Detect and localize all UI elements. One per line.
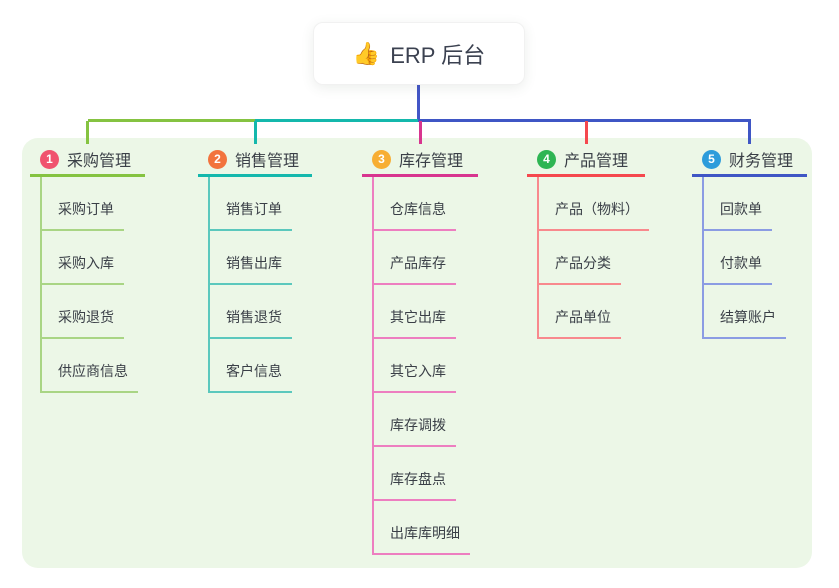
branch-1-item-2[interactable]: 采购入库 (42, 231, 124, 285)
branch-1-item-4[interactable]: 供应商信息 (42, 339, 138, 393)
connector-line (87, 119, 255, 122)
thumbs-up-icon: 👍 (352, 40, 381, 66)
connector-line (584, 121, 588, 144)
branch-2-number-badge: 2 (208, 149, 227, 169)
branch-4-sub-list: 产品（物料）产品分类产品单位 (537, 177, 649, 339)
branch-5-item-3[interactable]: 结算账户 (704, 285, 786, 339)
connector-line (253, 121, 257, 144)
branch-1-header[interactable]: 1 采购管理 (30, 144, 145, 177)
branch-3-label: 库存管理 (399, 153, 464, 170)
branch-3-header[interactable]: 3 库存管理 (362, 144, 478, 177)
branch-2-item-3[interactable]: 销售退货 (210, 285, 292, 339)
branch-4-item-2[interactable]: 产品分类 (539, 231, 621, 285)
connector-line (255, 119, 418, 122)
branch-5-label: 财务管理 (729, 153, 794, 170)
branch-5-item-1[interactable]: 回款单 (704, 177, 772, 231)
branch-1-sub-list: 采购订单采购入库采购退货供应商信息 (40, 177, 138, 393)
branch-4-number-badge: 4 (537, 149, 556, 169)
branch-3-item-5[interactable]: 库存调拨 (374, 393, 456, 447)
branch-3-item-3[interactable]: 其它出库 (374, 285, 456, 339)
branch-4-header[interactable]: 4 产品管理 (527, 144, 645, 177)
branch-3-item-4[interactable]: 其它入库 (374, 339, 456, 393)
branch-2-header[interactable]: 2 销售管理 (198, 144, 312, 177)
branch-3-item-2[interactable]: 产品库存 (374, 231, 456, 285)
branch-1-item-3[interactable]: 采购退货 (42, 285, 124, 339)
connector-line (416, 83, 420, 122)
branch-1: 1 采购管理采购订单采购入库采购退货供应商信息 (30, 144, 145, 393)
branch-5: 5 财务管理回款单付款单结算账户 (692, 144, 807, 339)
branch-3-item-6[interactable]: 库存盘点 (374, 447, 456, 501)
branch-3-item-7[interactable]: 出库库明细 (374, 501, 470, 555)
branch-1-number-badge: 1 (40, 149, 59, 169)
branch-4-label: 产品管理 (564, 153, 629, 170)
connector-line (418, 119, 751, 122)
branch-2-item-4[interactable]: 客户信息 (210, 339, 292, 393)
branch-3-sub-list: 仓库信息产品库存其它出库其它入库库存调拨库存盘点出库库明细 (372, 177, 470, 555)
branch-1-item-1[interactable]: 采购订单 (42, 177, 124, 231)
branch-3-item-1[interactable]: 仓库信息 (374, 177, 456, 231)
branch-4-item-3[interactable]: 产品单位 (539, 285, 621, 339)
branch-2: 2 销售管理销售订单销售出库销售退货客户信息 (198, 144, 312, 393)
branch-2-sub-list: 销售订单销售出库销售退货客户信息 (208, 177, 292, 393)
branches-panel (22, 138, 812, 568)
branch-2-label: 销售管理 (235, 153, 300, 170)
branch-2-item-1[interactable]: 销售订单 (210, 177, 292, 231)
branch-2-item-2[interactable]: 销售出库 (210, 231, 292, 285)
branch-5-number-badge: 5 (702, 149, 721, 169)
root-label: ERP 后台 (390, 42, 486, 68)
connector-line (418, 121, 422, 144)
branch-1-label: 采购管理 (67, 153, 132, 170)
branch-5-sub-list: 回款单付款单结算账户 (702, 177, 786, 339)
branch-3: 3 库存管理仓库信息产品库存其它出库其它入库库存调拨库存盘点出库库明细 (362, 144, 478, 555)
branch-4-item-1[interactable]: 产品（物料） (539, 177, 649, 231)
branch-5-item-2[interactable]: 付款单 (704, 231, 772, 285)
branch-3-number-badge: 3 (372, 149, 391, 169)
connector-line (86, 121, 89, 144)
branch-5-header[interactable]: 5 财务管理 (692, 144, 807, 177)
root-node[interactable]: 👍 ERP 后台 (313, 22, 525, 85)
connector-line (748, 121, 751, 144)
branch-4: 4 产品管理产品（物料）产品分类产品单位 (527, 144, 649, 339)
